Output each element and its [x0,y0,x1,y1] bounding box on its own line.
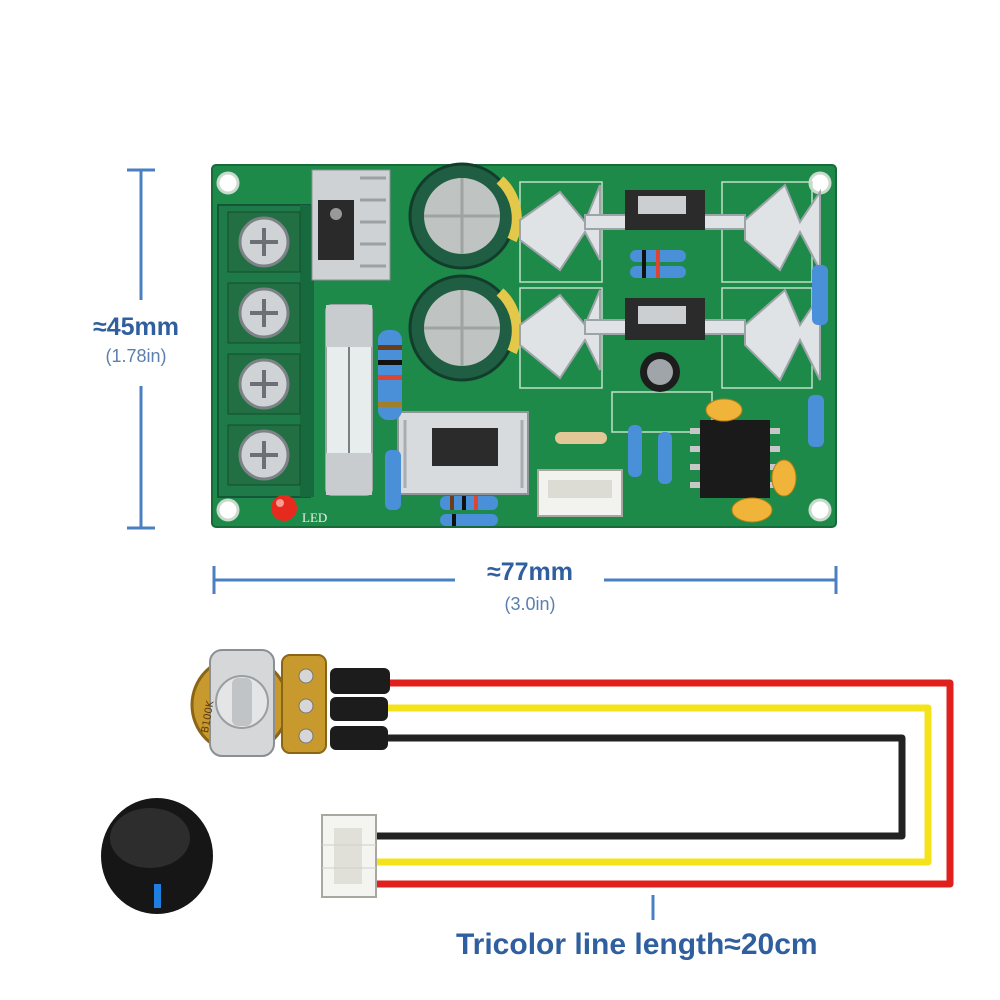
electrolytic-capacitor [408,162,522,270]
potentiometer [190,649,327,757]
terminal-screw [227,282,301,344]
height-inches-label: (1.78in) [105,346,167,366]
tricolor-wire [375,679,954,888]
small-capacitor [640,352,680,392]
resistor [378,330,402,420]
wire-connector [321,814,377,898]
cable-length-caption: Tricolor line length≈20cm [456,928,818,961]
width-label: ≈77mm [487,558,573,586]
screw-terminal-block [217,204,314,498]
resistor [630,250,686,278]
ic-chip [690,420,780,498]
board-connector [537,469,623,517]
mounting-hole [216,498,240,522]
diode-heatsink [397,411,529,495]
electrolytic-capacitor [408,274,522,382]
ceramic-capacitor [705,398,797,523]
width-inches-label: (3.0in) [504,594,556,614]
terminal-screw [227,211,301,273]
terminal-screw [227,353,301,415]
mounting-hole [808,171,832,195]
mounting-hole [808,498,832,522]
width-dimension-line [212,566,838,594]
led-indicator [271,495,297,521]
resistor [385,265,828,510]
heat-shrink [330,668,390,750]
led-silkscreen-label: LED [302,510,328,525]
mosfet [625,190,705,340]
height-label: ≈45mm [93,313,179,341]
mounting-hole [216,171,240,195]
resistor [440,496,498,526]
knob [101,798,213,914]
regulator-heatsink [311,169,391,281]
glass-fuse [325,304,373,496]
height-dimension-line [127,168,155,530]
terminal-screw [227,424,301,486]
